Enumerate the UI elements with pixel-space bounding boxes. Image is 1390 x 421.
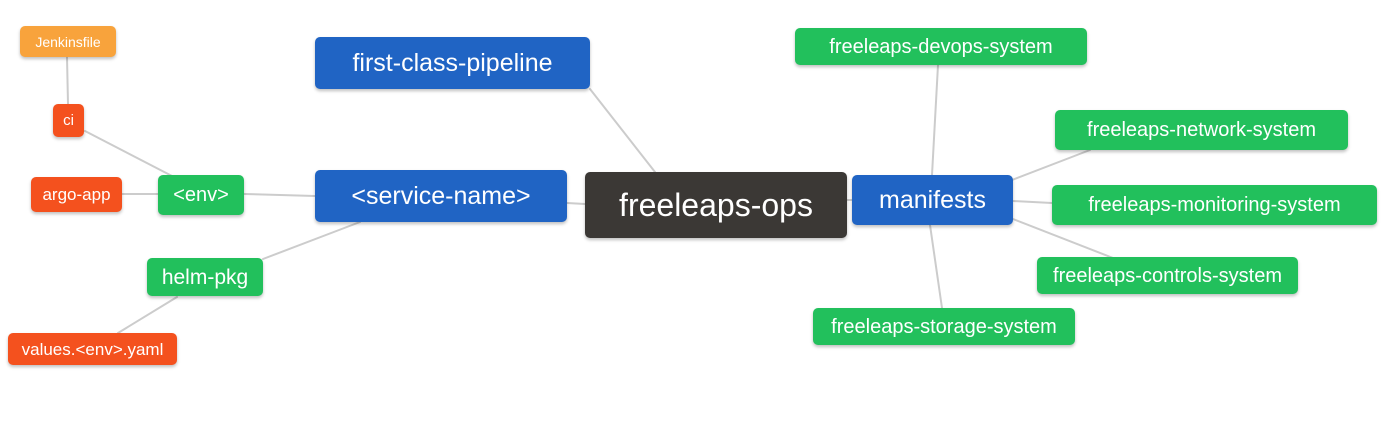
node-label-freeleaps-controls-system: freeleaps-controls-system	[1053, 264, 1282, 287]
edge-ci-to-env	[84, 130, 173, 177]
node-label-values-env-yaml: values.<env>.yaml	[21, 339, 164, 359]
node-label-manifests: manifests	[879, 185, 986, 214]
node-helm-pkg[interactable]: helm-pkg	[147, 258, 263, 296]
node-label-freeleaps-storage-system: freeleaps-storage-system	[831, 315, 1057, 338]
edge-manifests-to-freeleaps-network-system	[1011, 149, 1091, 181]
edge-manifests-to-freeleaps-storage-system	[929, 224, 943, 309]
node-freeleaps-monitoring-system[interactable]: freeleaps-monitoring-system	[1052, 185, 1377, 225]
edge-manifests-to-freeleaps-monitoring-system	[1012, 200, 1053, 204]
node-label-first-class-pipeline: first-class-pipeline	[352, 48, 553, 77]
edge-helm-pkg-to-service-name	[262, 221, 361, 260]
node-label-helm-pkg: helm-pkg	[161, 265, 249, 289]
node-freeleaps-storage-system[interactable]: freeleaps-storage-system	[813, 308, 1075, 345]
node-label-service-name: <service-name>	[351, 181, 531, 210]
node-ci[interactable]: ci	[53, 104, 84, 137]
edge-values-env-yaml-to-helm-pkg	[117, 296, 178, 334]
node-label-env: <env>	[173, 184, 229, 206]
node-label-freeleaps-devops-system: freeleaps-devops-system	[829, 35, 1053, 58]
node-manifests[interactable]: manifests	[852, 175, 1013, 225]
node-label-jenkinsfile: Jenkinsfile	[35, 33, 101, 50]
edge-first-class-pipeline-to-freeleaps-ops	[589, 88, 656, 173]
node-label-freeleaps-network-system: freeleaps-network-system	[1087, 119, 1316, 141]
node-label-freeleaps-monitoring-system: freeleaps-monitoring-system	[1088, 194, 1341, 216]
edge-service-name-to-freeleaps-ops	[566, 202, 586, 205]
root-node-freeleaps-ops[interactable]: freeleaps-ops	[585, 172, 847, 238]
edge-manifests-to-freeleaps-controls-system	[1012, 218, 1114, 259]
node-values-env-yaml[interactable]: values.<env>.yaml	[8, 333, 177, 365]
node-service-name[interactable]: <service-name>	[315, 170, 567, 222]
edge-jenkinsfile-to-ci	[66, 56, 69, 105]
node-env[interactable]: <env>	[158, 175, 244, 215]
node-freeleaps-network-system[interactable]: freeleaps-network-system	[1055, 110, 1348, 150]
node-freeleaps-devops-system[interactable]: freeleaps-devops-system	[795, 28, 1087, 65]
edge-manifests-to-freeleaps-devops-system	[931, 64, 939, 176]
node-jenkinsfile[interactable]: Jenkinsfile	[20, 26, 116, 57]
node-label-argo-app: argo-app	[42, 185, 111, 204]
node-freeleaps-controls-system[interactable]: freeleaps-controls-system	[1037, 257, 1298, 294]
node-first-class-pipeline[interactable]: first-class-pipeline	[315, 37, 590, 89]
edge-env-to-service-name	[243, 193, 316, 197]
node-argo-app[interactable]: argo-app	[31, 177, 122, 212]
node-label-ci: ci	[63, 112, 74, 129]
node-label-freeleaps-ops: freeleaps-ops	[619, 187, 813, 223]
